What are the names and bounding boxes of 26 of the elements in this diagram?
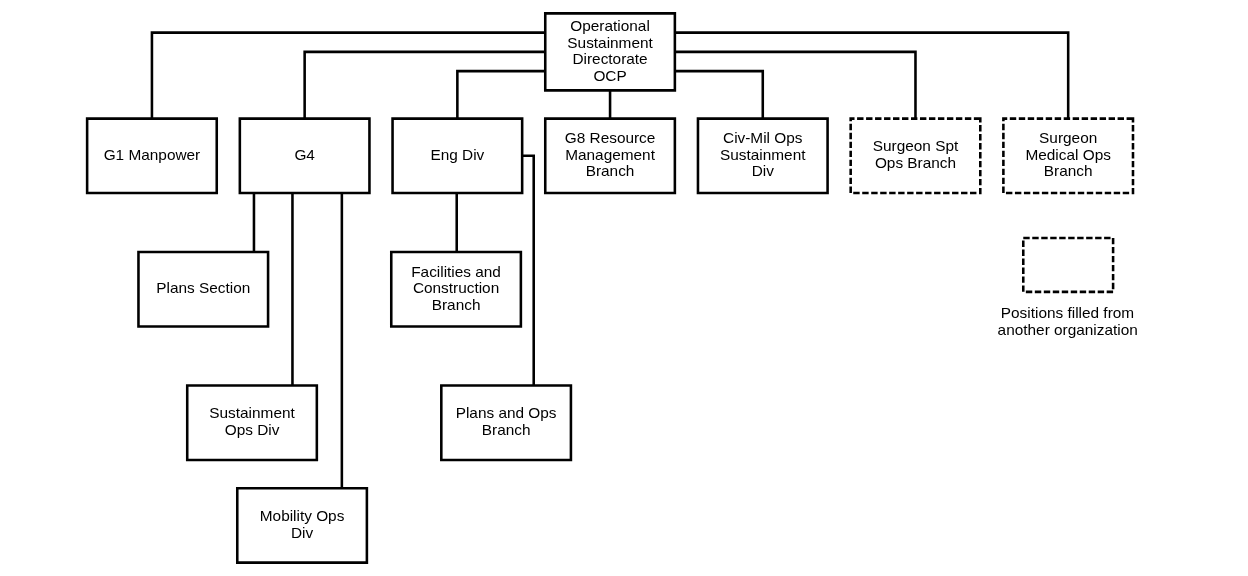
connector — [674, 31, 1069, 119]
connector — [290, 193, 294, 386]
connector — [608, 90, 611, 119]
connector — [302, 50, 545, 119]
connector — [674, 50, 917, 119]
node-box: Sustainment Ops Div — [185, 384, 318, 462]
node-box: Eng Div — [390, 117, 523, 195]
node-box: Surgeon Spt Ops Branch — [848, 117, 982, 195]
node-box: G1 Manpower — [85, 117, 218, 195]
node-box: G4 — [238, 117, 371, 195]
connector — [340, 193, 343, 488]
connector — [252, 193, 255, 253]
node-box: Civ-Mil Ops Sustainment Div — [696, 117, 829, 195]
node-box: Plans Section — [136, 250, 269, 328]
node-box: G8 Resource Management Branch — [543, 117, 676, 195]
node-box: Operational Sustainment Directorate OCP — [543, 12, 676, 92]
node-box: Mobility Ops Div — [235, 486, 368, 564]
connector — [454, 193, 458, 253]
node-box: Facilities and Construction Branch — [389, 250, 522, 328]
node-box: Surgeon Medical Ops Branch — [1001, 117, 1134, 195]
connector — [455, 69, 545, 119]
connector — [674, 69, 764, 119]
legend-label: Positions filled from another organization — [997, 304, 1138, 338]
connector — [521, 154, 535, 386]
connector — [150, 31, 545, 119]
node-box: Plans and Ops Branch — [439, 384, 572, 462]
